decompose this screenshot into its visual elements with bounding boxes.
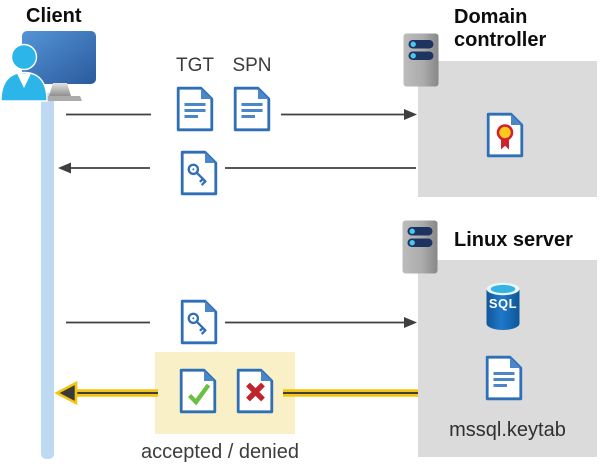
accepted-document-icon: [179, 368, 217, 414]
keytab-document-icon: [485, 355, 523, 401]
key-document-icon: [180, 299, 218, 345]
result-label: accepted / denied: [141, 441, 299, 463]
client-label: Client: [26, 5, 82, 27]
linux-server-icon: [402, 220, 438, 274]
tgt-label: TGT: [176, 55, 214, 76]
monitor-base: [38, 96, 82, 101]
dc-server-icon: [403, 33, 439, 87]
monitor-stand: [49, 83, 71, 96]
arrowhead-right-dc: [404, 109, 417, 120]
client-workstation-icon: [0, 31, 96, 102]
tgt-document-icon: [176, 86, 214, 132]
domain-controller-title: Domain controller: [454, 6, 547, 51]
person-icon: [0, 43, 48, 102]
certificate-icon: [486, 112, 524, 158]
sql-database-icon: [486, 282, 520, 330]
denied-document-icon: [236, 368, 274, 414]
spn-label: SPN: [232, 55, 272, 76]
arrowhead-right-linux: [404, 317, 417, 328]
sql-label: SQL: [488, 296, 518, 311]
key-document-icon: [180, 150, 218, 196]
result-highlight-box: [155, 352, 295, 434]
keytab-filename: mssql.keytab: [449, 419, 566, 441]
linux-server-title: Linux server: [454, 229, 573, 251]
spn-document-icon: [233, 86, 271, 132]
arrowhead-left-client-1: [58, 162, 71, 174]
client-lifeline: [41, 93, 54, 459]
monitor-screen: [22, 31, 96, 84]
